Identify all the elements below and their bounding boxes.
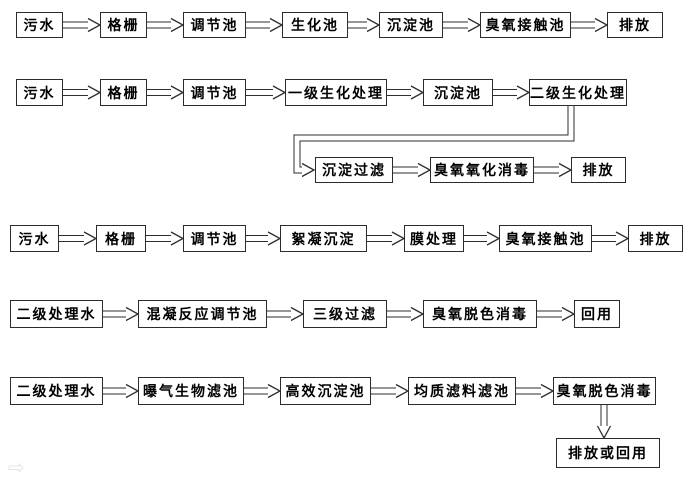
node-bar-screen: 格栅: [100, 79, 147, 106]
node-discharge: 排放: [628, 225, 683, 252]
node-discharge: 排放: [571, 157, 626, 183]
node-sewage: 污水: [16, 12, 63, 38]
node-tertiary-filtration: 三级过滤: [303, 300, 387, 328]
node-bar-screen: 格栅: [100, 12, 147, 38]
node-flocculation-sedimentation: 絮凝沉淀: [280, 225, 367, 252]
node-regulating-tank: 调节池: [183, 12, 246, 38]
node-biological-aerated-filter: 曝气生物滤池: [138, 377, 244, 405]
node-coagulation-reaction-tank: 混凝反应调节池: [138, 300, 267, 328]
node-reuse: 回用: [574, 300, 620, 328]
node-discharge-or-reuse: 排放或回用: [556, 438, 660, 468]
node-sedimentation-tank: 沉淀池: [379, 12, 443, 38]
node-biochemical-tank: 生化池: [282, 12, 348, 38]
node-ozone-decolor-disinfection: 臭氧脱色消毒: [423, 300, 537, 328]
node-sewage: 污水: [10, 225, 59, 252]
node-ozone-contact-tank: 臭氧接触池: [480, 12, 571, 38]
node-ozone-contact-tank: 臭氧接触池: [499, 225, 592, 252]
node-sedimentation-filtration: 沉淀过滤: [315, 157, 393, 183]
node-secondary-effluent: 二级处理水: [10, 300, 103, 328]
node-regulating-tank: 调节池: [183, 225, 246, 252]
node-discharge: 排放: [607, 12, 663, 38]
node-ozone-decolor-disinfection: 臭氧脱色消毒: [553, 377, 656, 405]
node-secondary-effluent: 二级处理水: [10, 377, 103, 405]
node-ozone-oxidation-disinfection: 臭氧氧化消毒: [430, 157, 534, 183]
watermark-cursor-icon: ⇨: [8, 455, 25, 479]
node-bar-screen: 格栅: [96, 225, 146, 252]
node-primary-bio-treatment: 一级生化处理: [285, 79, 387, 106]
node-sedimentation-tank: 沉淀池: [423, 79, 493, 106]
node-regulating-tank: 调节池: [183, 79, 246, 106]
node-homogeneous-media-filter: 均质滤料滤池: [408, 377, 516, 405]
node-sewage: 污水: [16, 79, 63, 106]
node-secondary-bio-treatment: 二级生化处理: [529, 79, 627, 106]
node-membrane-treatment: 膜处理: [404, 225, 464, 252]
node-high-efficiency-sedimentation: 高效沉淀池: [280, 377, 371, 405]
